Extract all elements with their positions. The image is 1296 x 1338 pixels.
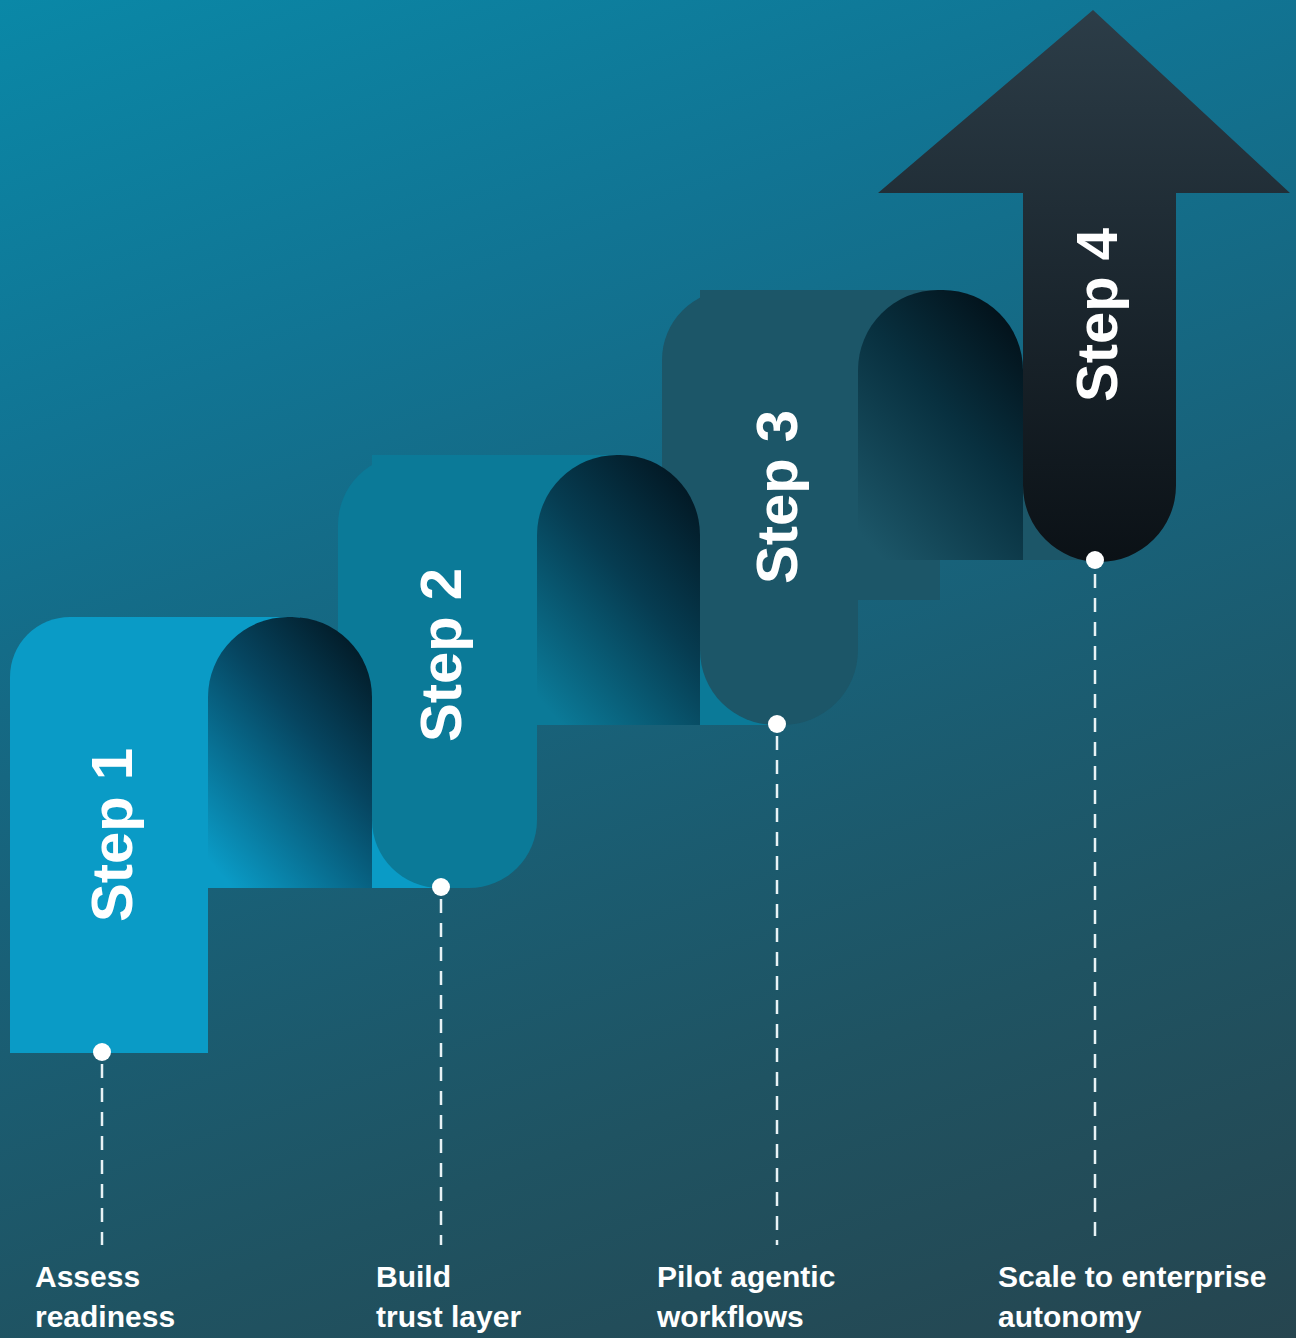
step-caption: Pilot agentic workflows — [657, 1257, 862, 1337]
leader-dot — [768, 715, 786, 733]
step-label: Step 4 — [1064, 228, 1131, 402]
step-panel — [700, 290, 858, 725]
ribbon-curl — [537, 455, 700, 725]
leader-line — [776, 736, 779, 1245]
step-shape: Step 1 — [10, 617, 208, 1053]
step-label: Step 2 — [408, 568, 475, 742]
leader-dot — [93, 1043, 111, 1061]
step-label: Step 1 — [79, 748, 146, 922]
step-shape: Step 4 — [878, 10, 1290, 562]
step-caption: Scale to enterprise autonomy — [998, 1257, 1290, 1337]
step-panel — [372, 455, 537, 888]
arrow-shape — [878, 10, 1290, 562]
step-shape: Step 2 — [372, 455, 537, 888]
leader-line — [440, 899, 443, 1245]
step-caption: Build trust layer — [376, 1257, 524, 1337]
step-shape: Step 3 — [700, 290, 858, 725]
step-panel — [10, 617, 208, 1053]
leader-lines — [102, 574, 1095, 1245]
step-caption: Assess readiness — [35, 1257, 235, 1337]
leader-dot — [1086, 551, 1104, 569]
step-label: Step 3 — [744, 410, 811, 584]
ribbon-curl — [858, 290, 1023, 560]
ribbon-curl — [208, 617, 372, 888]
leader-dot — [432, 878, 450, 896]
leader-line — [101, 1064, 104, 1245]
leader-line — [1094, 574, 1097, 1245]
